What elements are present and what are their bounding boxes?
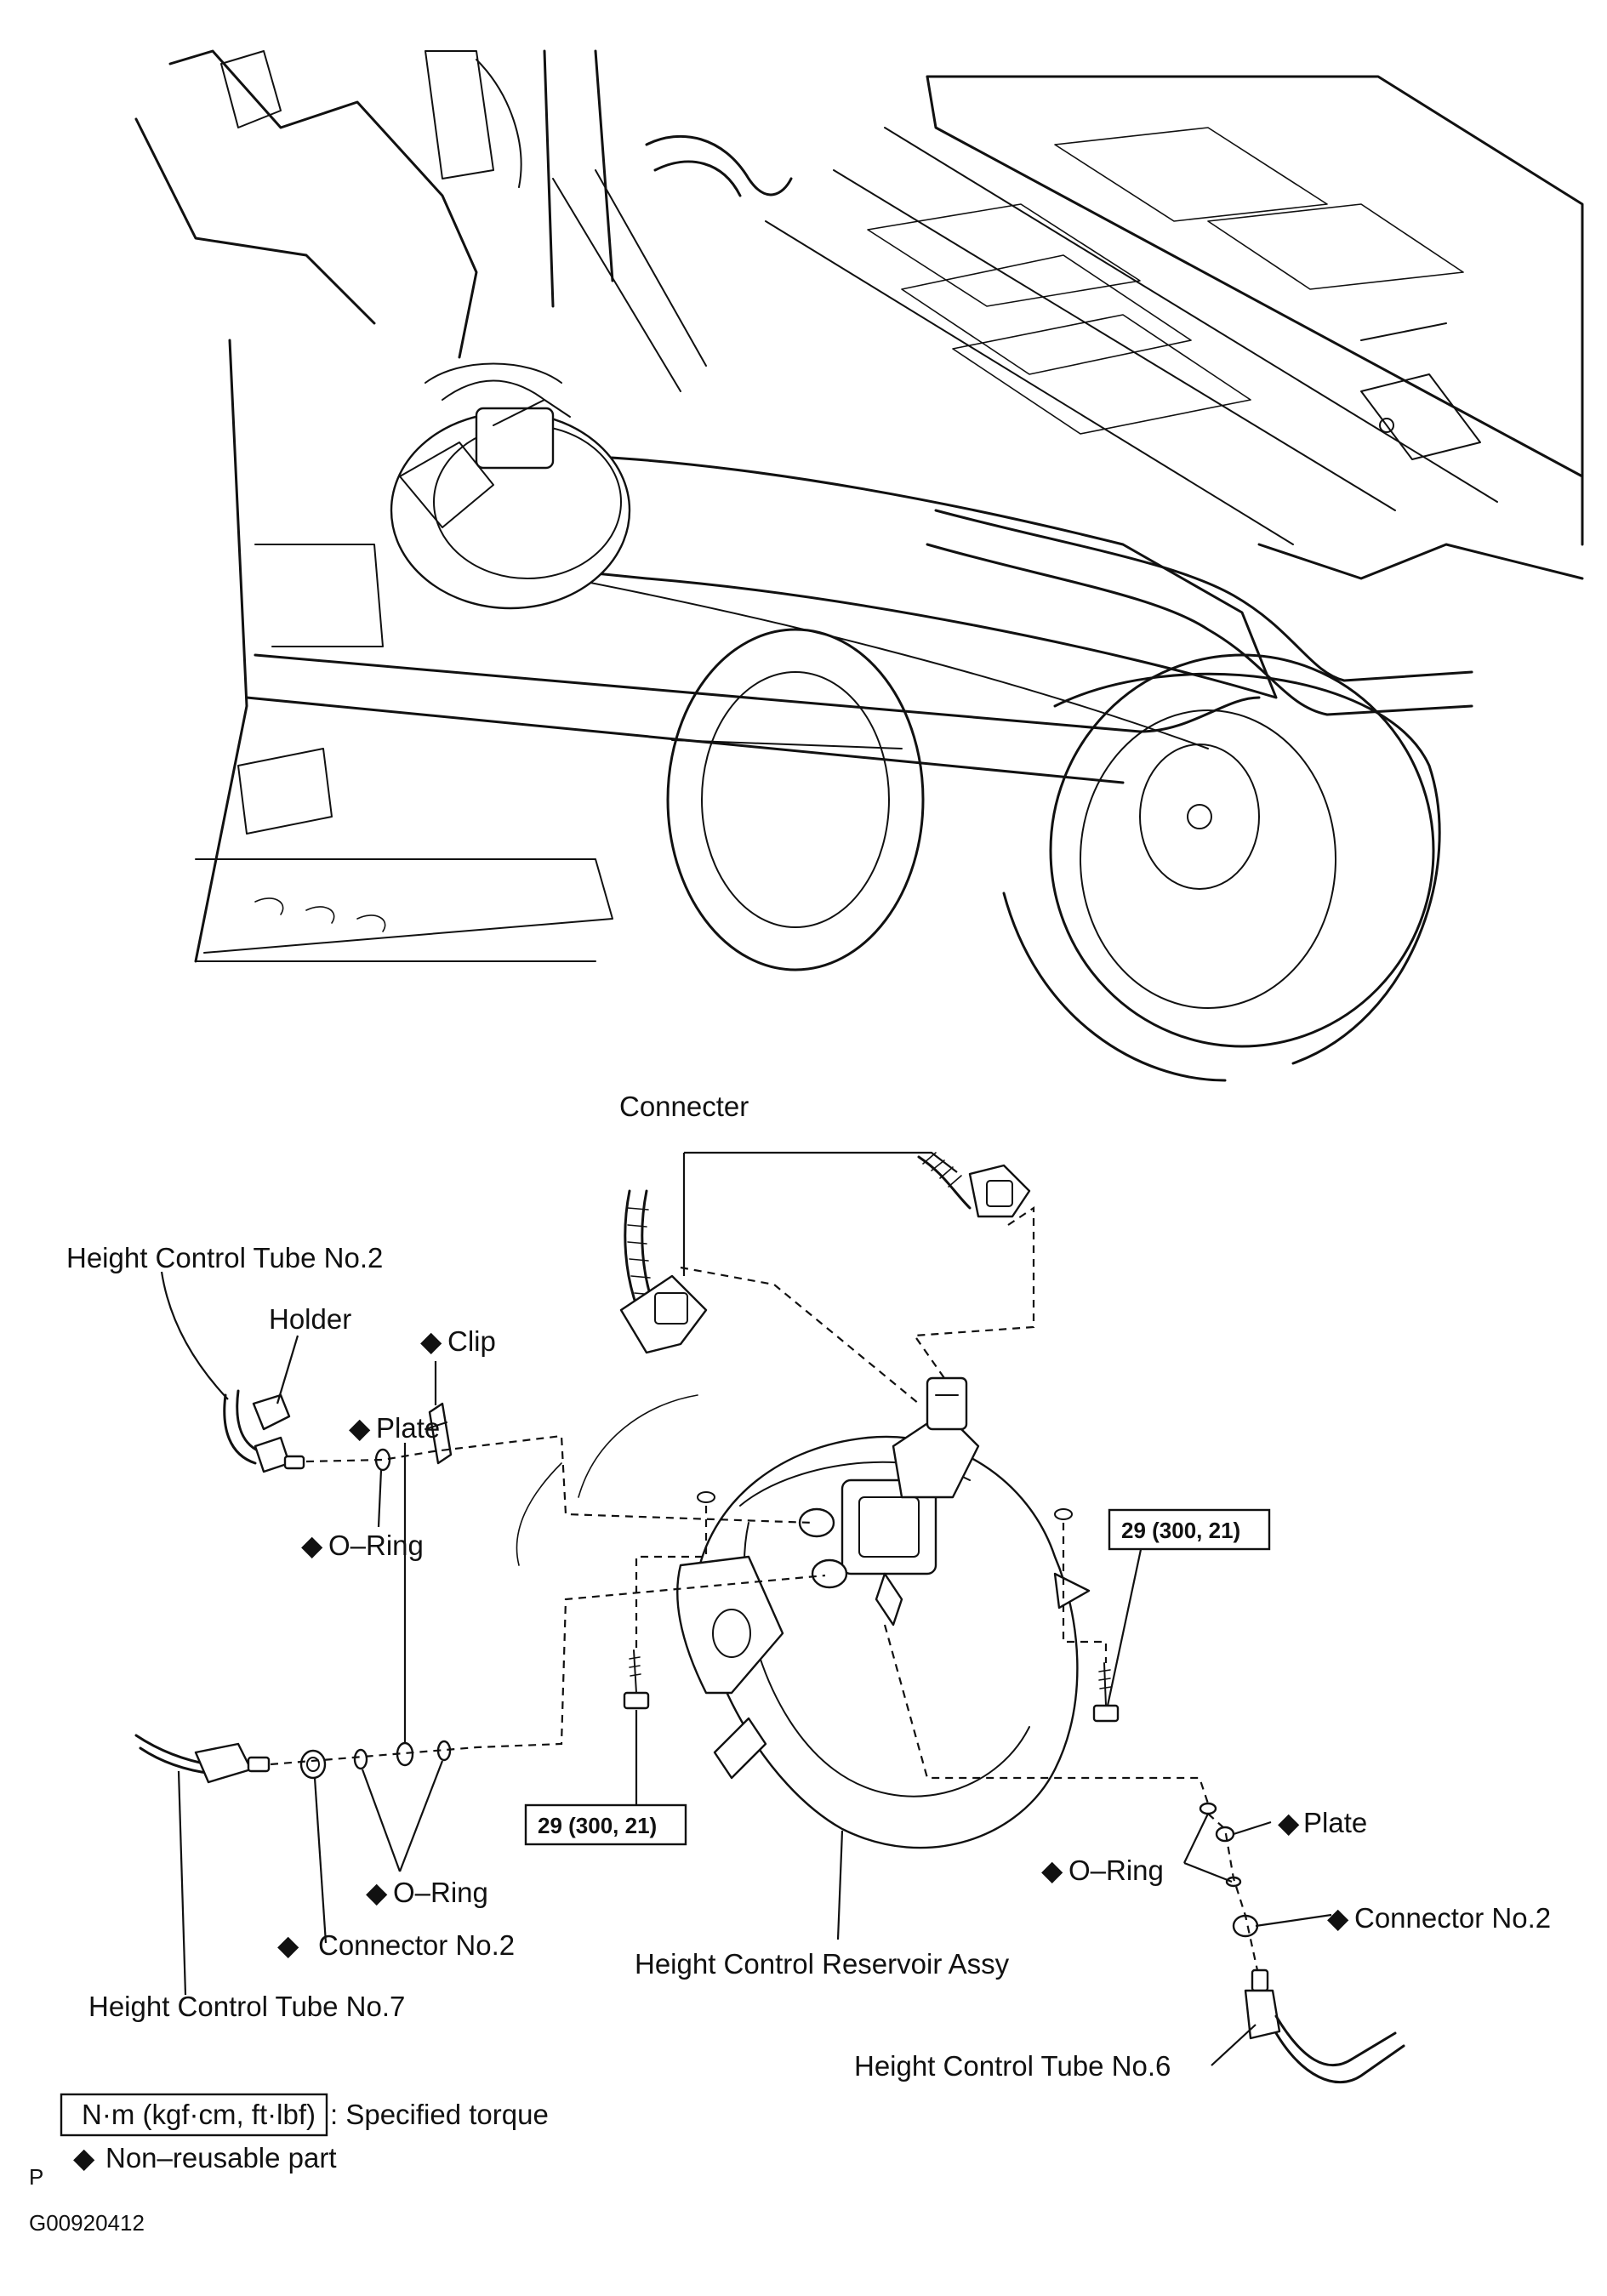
label-o-ring-upper-marker: ◆ [301,1530,323,1561]
label-o-ring-right-marker: ◆ [1041,1854,1063,1886]
legend-non-reusable-marker: ◆ [73,2142,95,2174]
reservoir-in-vehicle [390,362,631,610]
connector-no2-left [299,1749,327,1780]
label-plate-right-marker: ◆ [1278,1807,1300,1838]
label-plate-left: Plate [376,1412,440,1444]
label-o-ring-lower-marker: ◆ [366,1877,388,1908]
o-ring-lower-a [353,1748,368,1770]
connecter-harness-right [917,1152,1031,1218]
legend-non-reusable: Non–reusable part [105,2142,337,2174]
bolt-left [623,1649,650,1710]
label-height-control-tube-no2: Height Control Tube No.2 [66,1242,383,1273]
label-height-control-tube-no6: Height Control Tube No.6 [854,2050,1171,2082]
legend: N·m (kgf·cm, ft·lbf) : Specified torque … [29,2093,549,2236]
label-clip-marker: ◆ [420,1325,442,1357]
torque-value-left: 29 (300, 21) [538,1813,657,1838]
vehicle-underbody-illustration [134,49,1584,1082]
o-ring-right-a [1199,1802,1217,1815]
label-holder: Holder [269,1303,351,1335]
callout-labels: Connecter Height Control Tube No.2 Holde… [66,1091,1551,2082]
legend-torque-units: N·m (kgf·cm, ft·lbf) [82,2099,316,2130]
connecter-harness-left [619,1189,708,1354]
label-connecter: Connecter [619,1091,749,1122]
height-control-tube-no2 [223,1389,305,1473]
height-control-reservoir-assy [676,1376,1091,1849]
label-o-ring-lower: O–Ring [393,1877,488,1908]
label-height-control-tube-no7: Height Control Tube No.7 [88,1991,405,2022]
label-connector-no2-left-marker: ◆ [277,1929,299,1961]
label-connector-no2-left: Connector No.2 [318,1929,515,1961]
torque-spec-right: 29 (300, 21) [1108,1508,1271,1551]
height-control-tube-no7 [134,1734,271,1784]
clip [425,1402,453,1465]
label-clip: Clip [447,1325,496,1357]
height-control-tube-no6 [1244,1968,1405,2084]
label-connector-no2-right: Connector No.2 [1354,1902,1551,1934]
label-o-ring-right: O–Ring [1068,1854,1164,1886]
bolt-right [1092,1662,1120,1723]
assembly-dashed-lines [270,1205,1259,1971]
label-plate-left-marker: ◆ [349,1412,371,1444]
label-connector-no2-right-marker: ◆ [1327,1902,1349,1934]
label-plate-right: Plate [1303,1807,1367,1838]
torque-spec-left: 29 (300, 21) [524,1803,687,1846]
label-height-control-reservoir-assy: Height Control Reservoir Assy [635,1948,1010,1980]
leader-lines [160,1151,1332,2066]
page-letter: P [29,2164,43,2190]
legend-torque-desc: : Specified torque [330,2099,549,2130]
torque-value-right: 29 (300, 21) [1121,1518,1240,1543]
figure-id: G00920412 [29,2210,145,2236]
label-o-ring-upper: O–Ring [328,1530,424,1561]
